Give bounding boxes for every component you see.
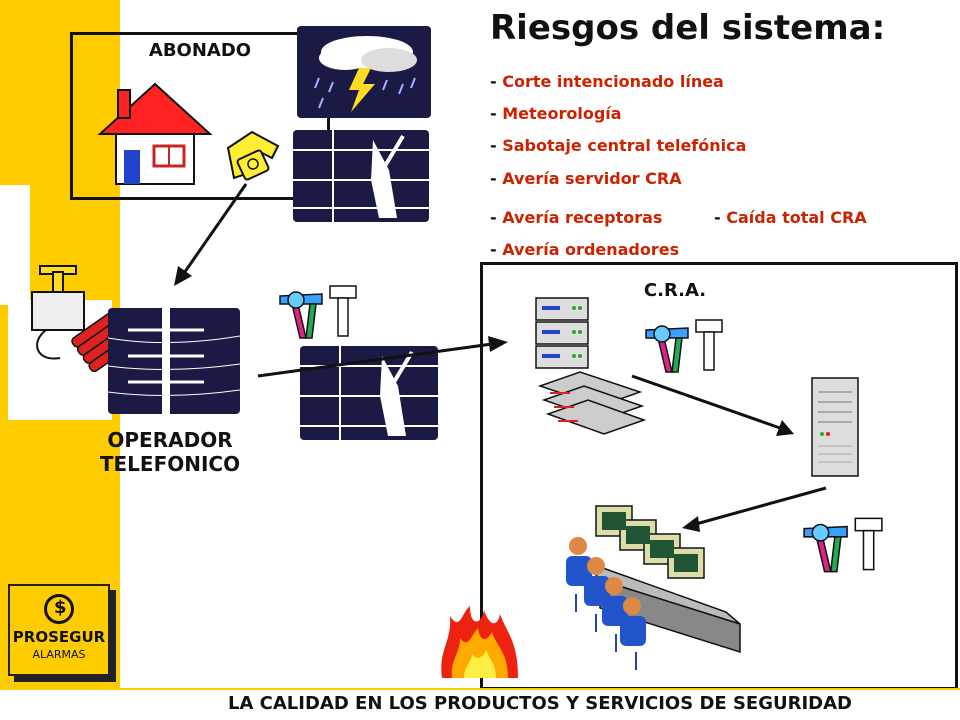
arrow-operador-cra — [257, 336, 508, 378]
arrow-abonado-operador — [174, 183, 248, 286]
arrow-server-operators — [682, 486, 827, 532]
risk-item: - Caída total CRA — [714, 208, 867, 227]
cra-label: C.R.A. — [643, 280, 707, 301]
risk-item: - Avería receptoras — [490, 208, 663, 227]
footer-divider — [120, 688, 960, 690]
logo-emblem-icon — [44, 594, 74, 624]
operators-workstations-icon — [566, 505, 741, 670]
receivers-rack-icon — [535, 297, 646, 435]
risk-item: - Avería ordenadores — [490, 240, 680, 259]
telephone-pole-icon — [107, 308, 241, 414]
telephone-icon — [226, 130, 280, 181]
server-tower-icon — [811, 377, 859, 477]
sidebar-notch — [0, 185, 30, 305]
arrow-receivers-server — [631, 374, 794, 436]
footer-tagline: LA CALIDAD EN LOS PRODUCTOS Y SERVICIOS … — [228, 693, 852, 714]
storm-icon — [314, 36, 417, 112]
risk-item: - Meteorología — [490, 104, 622, 123]
cut-line-tile — [293, 130, 429, 222]
operador-label: OPERADOR TELEFONICO — [70, 428, 270, 476]
fire-icon — [441, 606, 518, 678]
telephone-pole-tile — [107, 308, 241, 414]
risk-item: - Corte intencionado línea — [490, 72, 724, 91]
tools-icon — [803, 517, 883, 573]
tools-icon — [645, 319, 723, 373]
logo-name: PROSEGUR — [12, 628, 106, 646]
risk-item: - Sabotaje central telefónica — [490, 136, 747, 155]
storm-tile — [297, 26, 431, 118]
house-icon — [97, 82, 213, 185]
abonado-label: ABONADO — [148, 40, 252, 61]
prosegur-logo: PROSEGUR ALARMAS — [8, 584, 110, 676]
operador-label-line1: OPERADOR — [107, 428, 233, 452]
page-title: Riesgos del sistema: — [490, 8, 886, 48]
risk-item: - Avería servidor CRA — [490, 169, 682, 188]
operador-label-line2: TELEFONICO — [99, 452, 241, 476]
tools-icon — [279, 285, 357, 339]
logo-subtitle: ALARMAS — [32, 648, 86, 661]
cut-line-icon — [293, 130, 429, 222]
